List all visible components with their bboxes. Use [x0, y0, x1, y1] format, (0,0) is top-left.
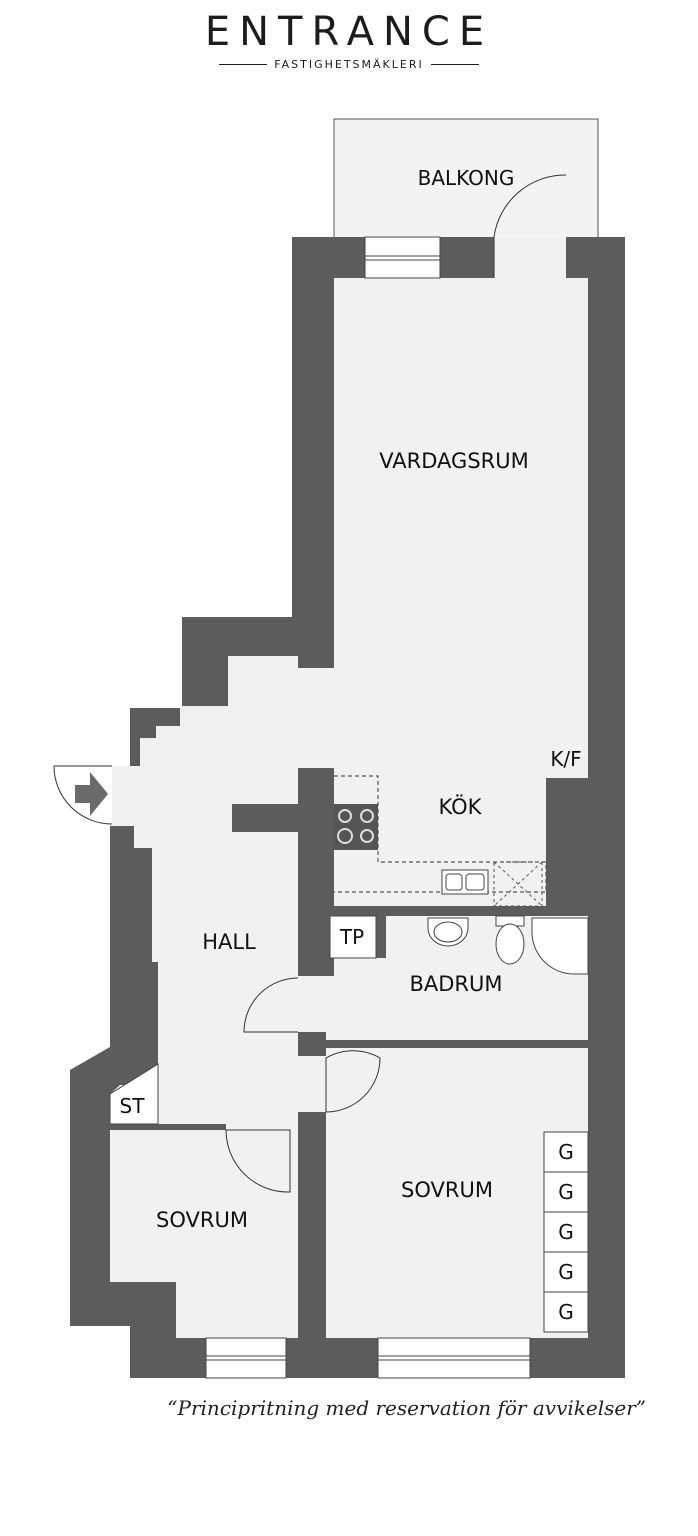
kitchen-counter — [334, 775, 547, 893]
entrance-arrow-icon — [75, 772, 108, 816]
small-bedroom-door-swing — [225, 1129, 291, 1193]
hall-bath-wall-lower — [298, 1032, 326, 1056]
label-vardagsrum: VARDAGSRUM — [379, 449, 528, 473]
tp-box — [329, 915, 377, 959]
brand-subtitle: FASTIGHETSMÄKLERI — [274, 58, 424, 71]
kf-wall — [546, 778, 588, 914]
st-closet — [109, 1063, 159, 1125]
wardrobe-label: G — [558, 1180, 574, 1204]
divider-left — [219, 63, 268, 66]
stove-burner-icon — [360, 809, 374, 823]
wardrobe-label: G — [558, 1220, 574, 1244]
wardrobe-label: G — [558, 1260, 574, 1284]
label-balkong: BALKONG — [418, 166, 515, 190]
label-kok: KÖK — [439, 794, 483, 819]
window-small-bedroom — [205, 1337, 287, 1379]
divider-right — [430, 63, 479, 66]
dishwasher-cross2 — [493, 861, 543, 907]
label-kf: K/F — [550, 747, 581, 771]
bath-bedroom-wall — [326, 1040, 588, 1048]
balcony — [333, 118, 599, 240]
bathroom-door-swing — [243, 977, 299, 1033]
washbasin-bowl — [433, 921, 463, 943]
stove-burner-icon — [337, 828, 353, 844]
label-sovrum-large: SOVRUM — [401, 1178, 493, 1202]
toilet-bowl — [495, 923, 525, 965]
dishwasher — [493, 861, 543, 907]
wardrobe-label: G — [558, 1300, 574, 1324]
wardrobe-column — [543, 1131, 589, 1333]
window-large-bedroom — [377, 1337, 531, 1379]
bedroom-divider-wall — [298, 1112, 326, 1338]
kitchen-sink-basin — [445, 873, 463, 891]
brand-subtitle-row: FASTIGHETSMÄKLERI — [0, 58, 698, 71]
disclaimer-caption: “Principritning med reservation för avvi… — [167, 1396, 646, 1420]
wardrobe-label: G — [558, 1140, 574, 1164]
label-sovrum-small: SOVRUM — [156, 1208, 248, 1232]
balcony-door-swing — [493, 174, 567, 278]
hall-bath-wall — [298, 906, 326, 976]
stove-burner-icon — [338, 809, 352, 823]
bedroom-door-swing — [325, 1050, 381, 1113]
balcony-door-opening — [494, 237, 566, 278]
kitchen-bath-wall — [334, 906, 588, 916]
stove-burner-icon — [360, 829, 374, 843]
small-bedroom-top-wall — [110, 1124, 226, 1130]
kitchen-sink-basin — [465, 873, 485, 891]
label-badrum: BADRUM — [409, 972, 502, 996]
brand-name: ENTRANCE — [204, 9, 494, 55]
label-hall: HALL — [202, 930, 256, 954]
tp-wall — [376, 916, 386, 958]
kitchen-wall-stub — [232, 804, 302, 832]
label-tp: TP — [339, 925, 364, 949]
brand-logo: ENTRANCE FASTIGHETSMÄKLERI — [0, 8, 698, 71]
label-st: ST — [120, 1094, 146, 1118]
balcony-window — [364, 236, 441, 279]
shower — [531, 917, 589, 975]
